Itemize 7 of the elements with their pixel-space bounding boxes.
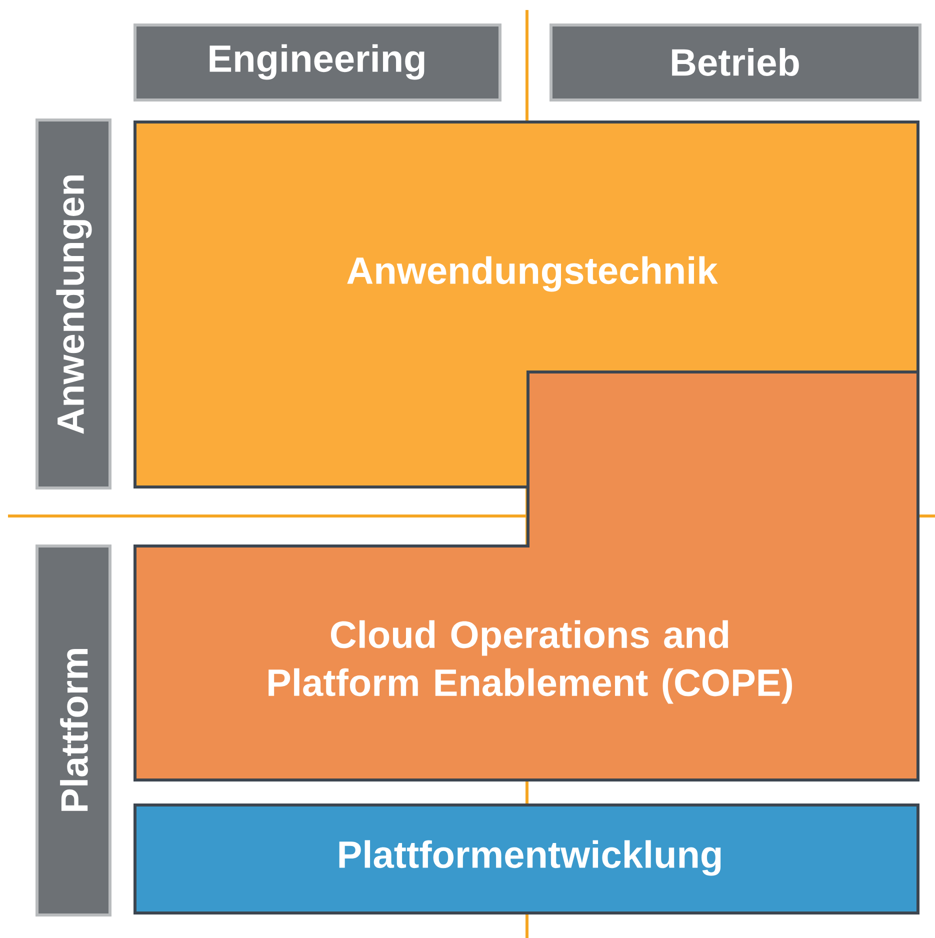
area-box: Plattformentwicklung xyxy=(134,804,920,914)
area-box: Anwendungstechnik xyxy=(134,120,920,488)
area-box: Cloud Operations and Platform Enablement (COPE) xyxy=(134,370,920,782)
row-header: Anwendungen xyxy=(36,118,112,490)
column-header: Engineering xyxy=(134,24,502,102)
column-header: Betrieb xyxy=(550,24,922,102)
row-header: Plattform xyxy=(36,544,112,916)
